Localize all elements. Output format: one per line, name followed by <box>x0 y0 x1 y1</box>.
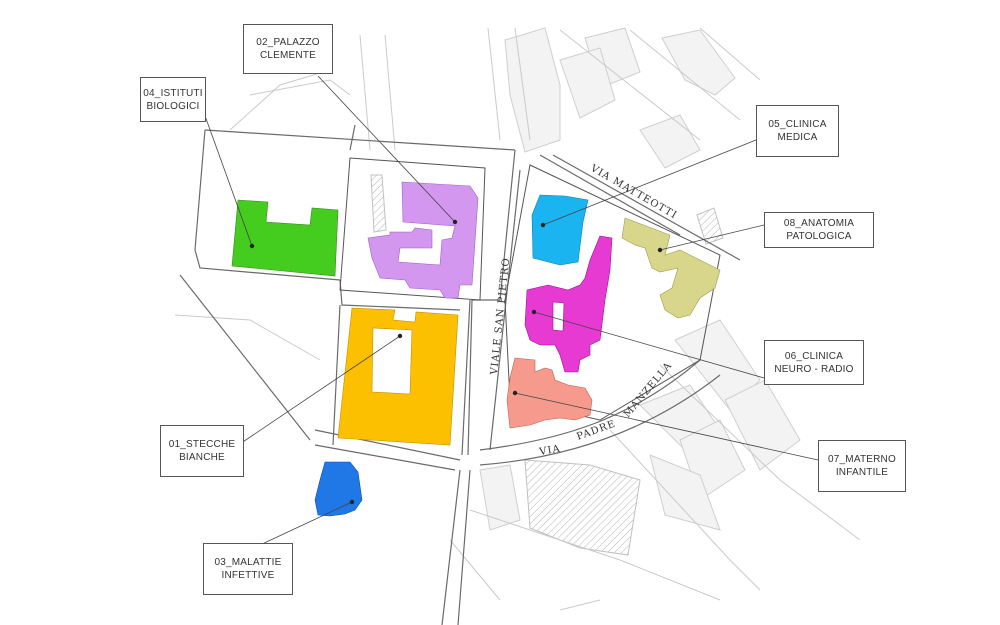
label-line: 08_ANATOMIA <box>783 218 855 229</box>
building-07-materno-infantile[interactable] <box>506 357 593 429</box>
background-buildings <box>479 27 801 531</box>
building-06-clinica-neuro-radio[interactable] <box>524 235 613 373</box>
label-line: BIANCHE <box>179 452 225 463</box>
label-04-istituti-biologici[interactable]: 04_ISTITUTI BIOLOGICI <box>140 77 206 122</box>
label-05-clinica-medica[interactable]: 05_CLINICA MEDICA <box>756 105 839 157</box>
label-line: NEURO - RADIO <box>774 363 854 375</box>
hatched-building <box>524 459 641 556</box>
label-line: INFANTILE <box>835 467 889 478</box>
label-line: 06_CLINICA <box>784 350 844 362</box>
label-line: 01_STECCHE <box>168 439 236 450</box>
street-label-via-matteotti: VIA MATTEOTTI <box>588 163 679 222</box>
label-line: MEDICA <box>777 132 818 143</box>
hatched-strip <box>696 207 724 245</box>
leader-lines <box>203 75 819 546</box>
building-02-palazzo-clemente[interactable] <box>367 181 479 299</box>
street-label-viale-san-pietro: VIALE SAN PIETRO <box>489 257 512 376</box>
label-08-anatomia-patologica[interactable]: 08_ANATOMIA PATOLOGICA <box>764 212 874 248</box>
building-05-clinica-medica[interactable] <box>531 194 589 266</box>
label-line: INFETTIVE <box>221 570 275 581</box>
label-line: CLEMENTE <box>259 50 317 61</box>
label-01-stecche-bianche[interactable]: 01_STECCHE BIANCHE <box>160 425 244 477</box>
label-line: 05_CLINICA <box>768 119 827 130</box>
label-line: 04_ISTITUTI <box>143 87 203 99</box>
label-03-malattie-infettive[interactable]: 03_MALATTIE INFETTIVE <box>203 543 293 595</box>
label-06-clinica-neuro-radio[interactable]: 06_CLINICA NEURO - RADIO <box>764 340 864 385</box>
label-line: 02_PALAZZO <box>256 37 320 48</box>
building-04-istituti-biologici[interactable] <box>231 199 339 277</box>
label-07-materno-infantile[interactable]: 07_MATERNO INFANTILE <box>818 440 906 492</box>
label-line: BIOLOGICI <box>146 100 200 112</box>
label-line: 03_MALATTIE <box>214 557 282 568</box>
hatched-strip-2 <box>370 174 387 233</box>
block-outlines <box>339 157 721 421</box>
building-08-anatomia-patologica[interactable] <box>621 217 721 319</box>
leader-dots <box>249 219 663 505</box>
street-label-via: VIA <box>538 443 562 458</box>
label-line: PATOLOGICA <box>786 231 852 242</box>
building-01-stecche-bianche[interactable] <box>337 307 459 446</box>
label-line: 07_MATERNO <box>828 454 896 465</box>
faint-streets <box>174 27 861 611</box>
label-02-palazzo-clemente[interactable]: 02_PALAZZO CLEMENTE <box>243 24 333 74</box>
